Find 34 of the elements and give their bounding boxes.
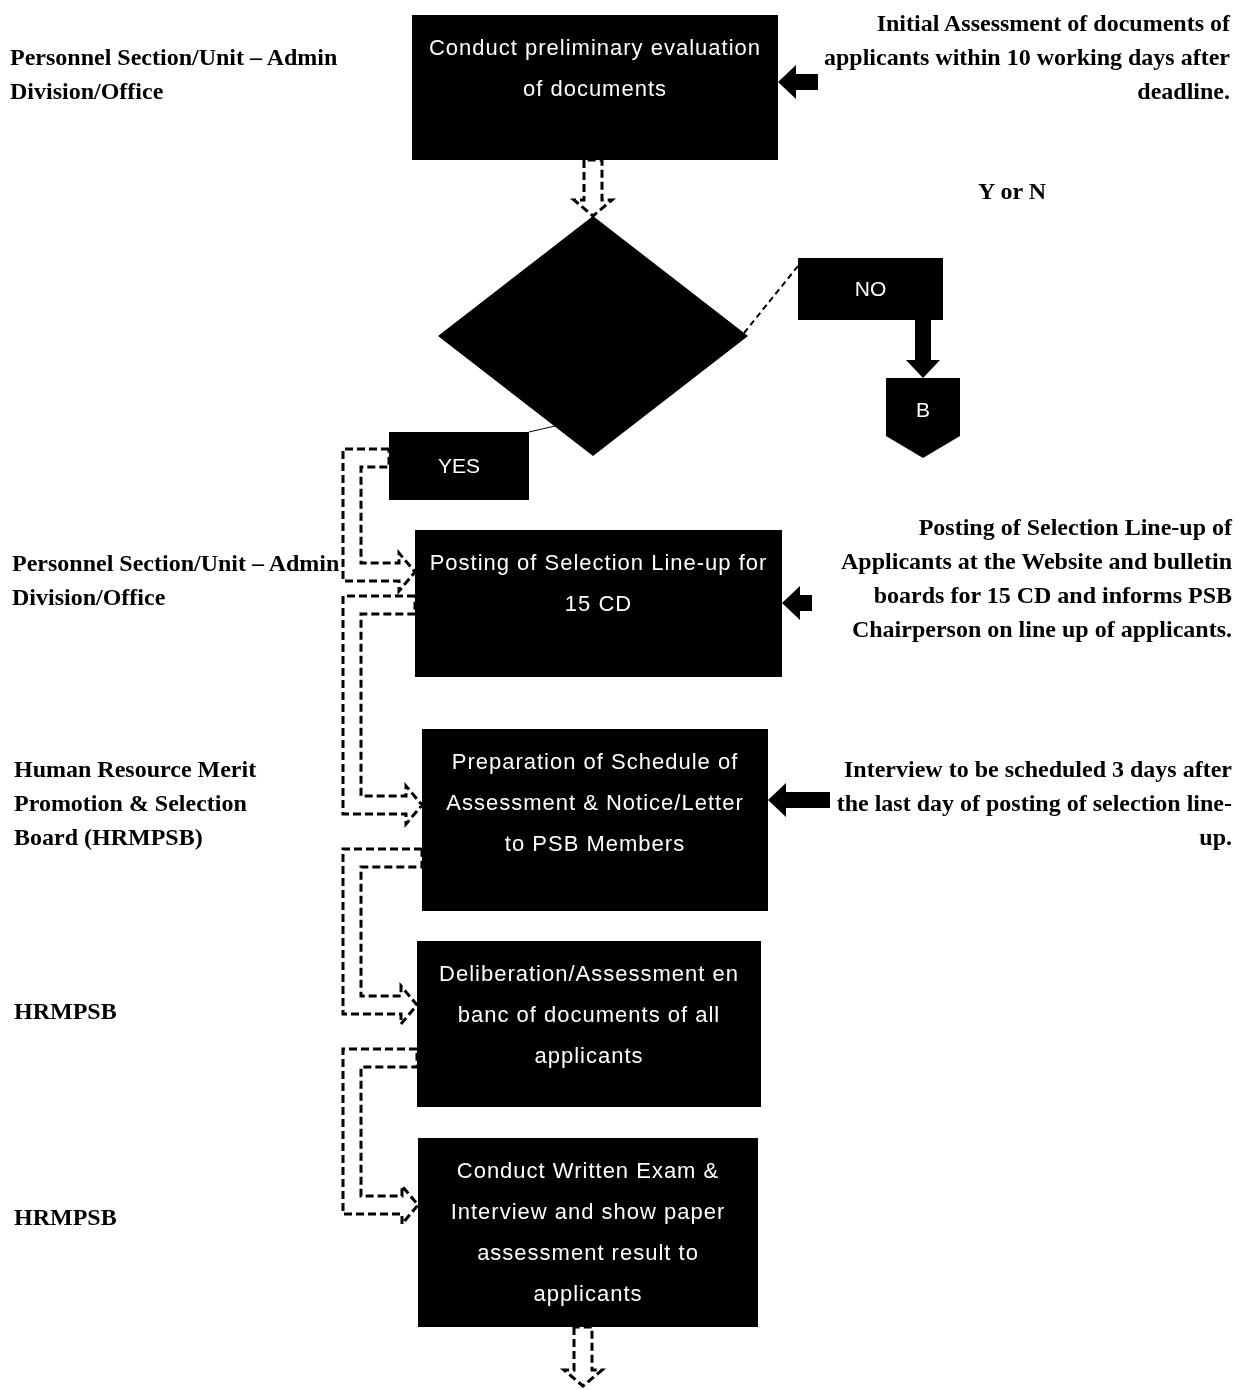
block-arrow: [768, 783, 830, 817]
role-label: Personnel Section/Unit – Admin Division/Office: [10, 43, 339, 106]
box-text: Preparation of Schedule of Assessment & Notice/Letter to PSB Members: [445, 748, 745, 858]
branch-label: NO: [854, 277, 887, 301]
dashed-block-arrow: [341, 447, 417, 596]
block-arrow: [778, 65, 818, 99]
process-box: [412, 15, 778, 160]
dashed-line: [743, 265, 799, 334]
branch-box: [798, 258, 943, 320]
role-label: HRMPSB: [14, 1203, 118, 1232]
role-label: Human Resource Merit Promotion & Selection Board (HRMPSB): [14, 755, 258, 852]
box-text: Conduct Written Exam & Interview and show paper assessment result to applicants: [449, 1157, 727, 1308]
process-box: [417, 941, 761, 1107]
connector-line: [528, 425, 556, 433]
connector-letter: B: [915, 398, 931, 422]
branch-label: YES: [438, 454, 480, 478]
note-text: Interview to be scheduled 3 days after the last day of posting of selection line-up.: [836, 756, 1232, 850]
process-box: [415, 530, 782, 677]
dashed-block-arrow: [559, 1325, 607, 1388]
box-text: Conduct preliminary evaluation of documents: [427, 34, 763, 103]
box-text: Deliberation/Assessment en banc of documents of all applicants: [438, 960, 740, 1070]
note-text: Initial Assessment of documents of applicants within 10 working days after deadline.: [823, 10, 1230, 104]
dashed-block-arrow: [569, 158, 617, 218]
role-label: HRMPSB: [14, 997, 118, 1026]
role-label: Personnel Section/Unit – Admin Division/Office: [12, 549, 341, 612]
box-text: Posting of Selection Line-up for 15 CD: [429, 549, 768, 618]
block-arrow: [782, 586, 812, 620]
dashed-block-arrow: [341, 594, 424, 829]
decision-prompt: Y or N: [978, 177, 1047, 206]
block-arrow: [906, 320, 940, 378]
branch-box: [389, 432, 529, 500]
process-box: [418, 1138, 758, 1327]
process-box: [422, 729, 768, 911]
note-text: Posting of Selection Line-up of Applicants at the Website and bulletin boards for 15 CD and informs PSB Chairperson on line up of applicants.: [841, 514, 1232, 642]
